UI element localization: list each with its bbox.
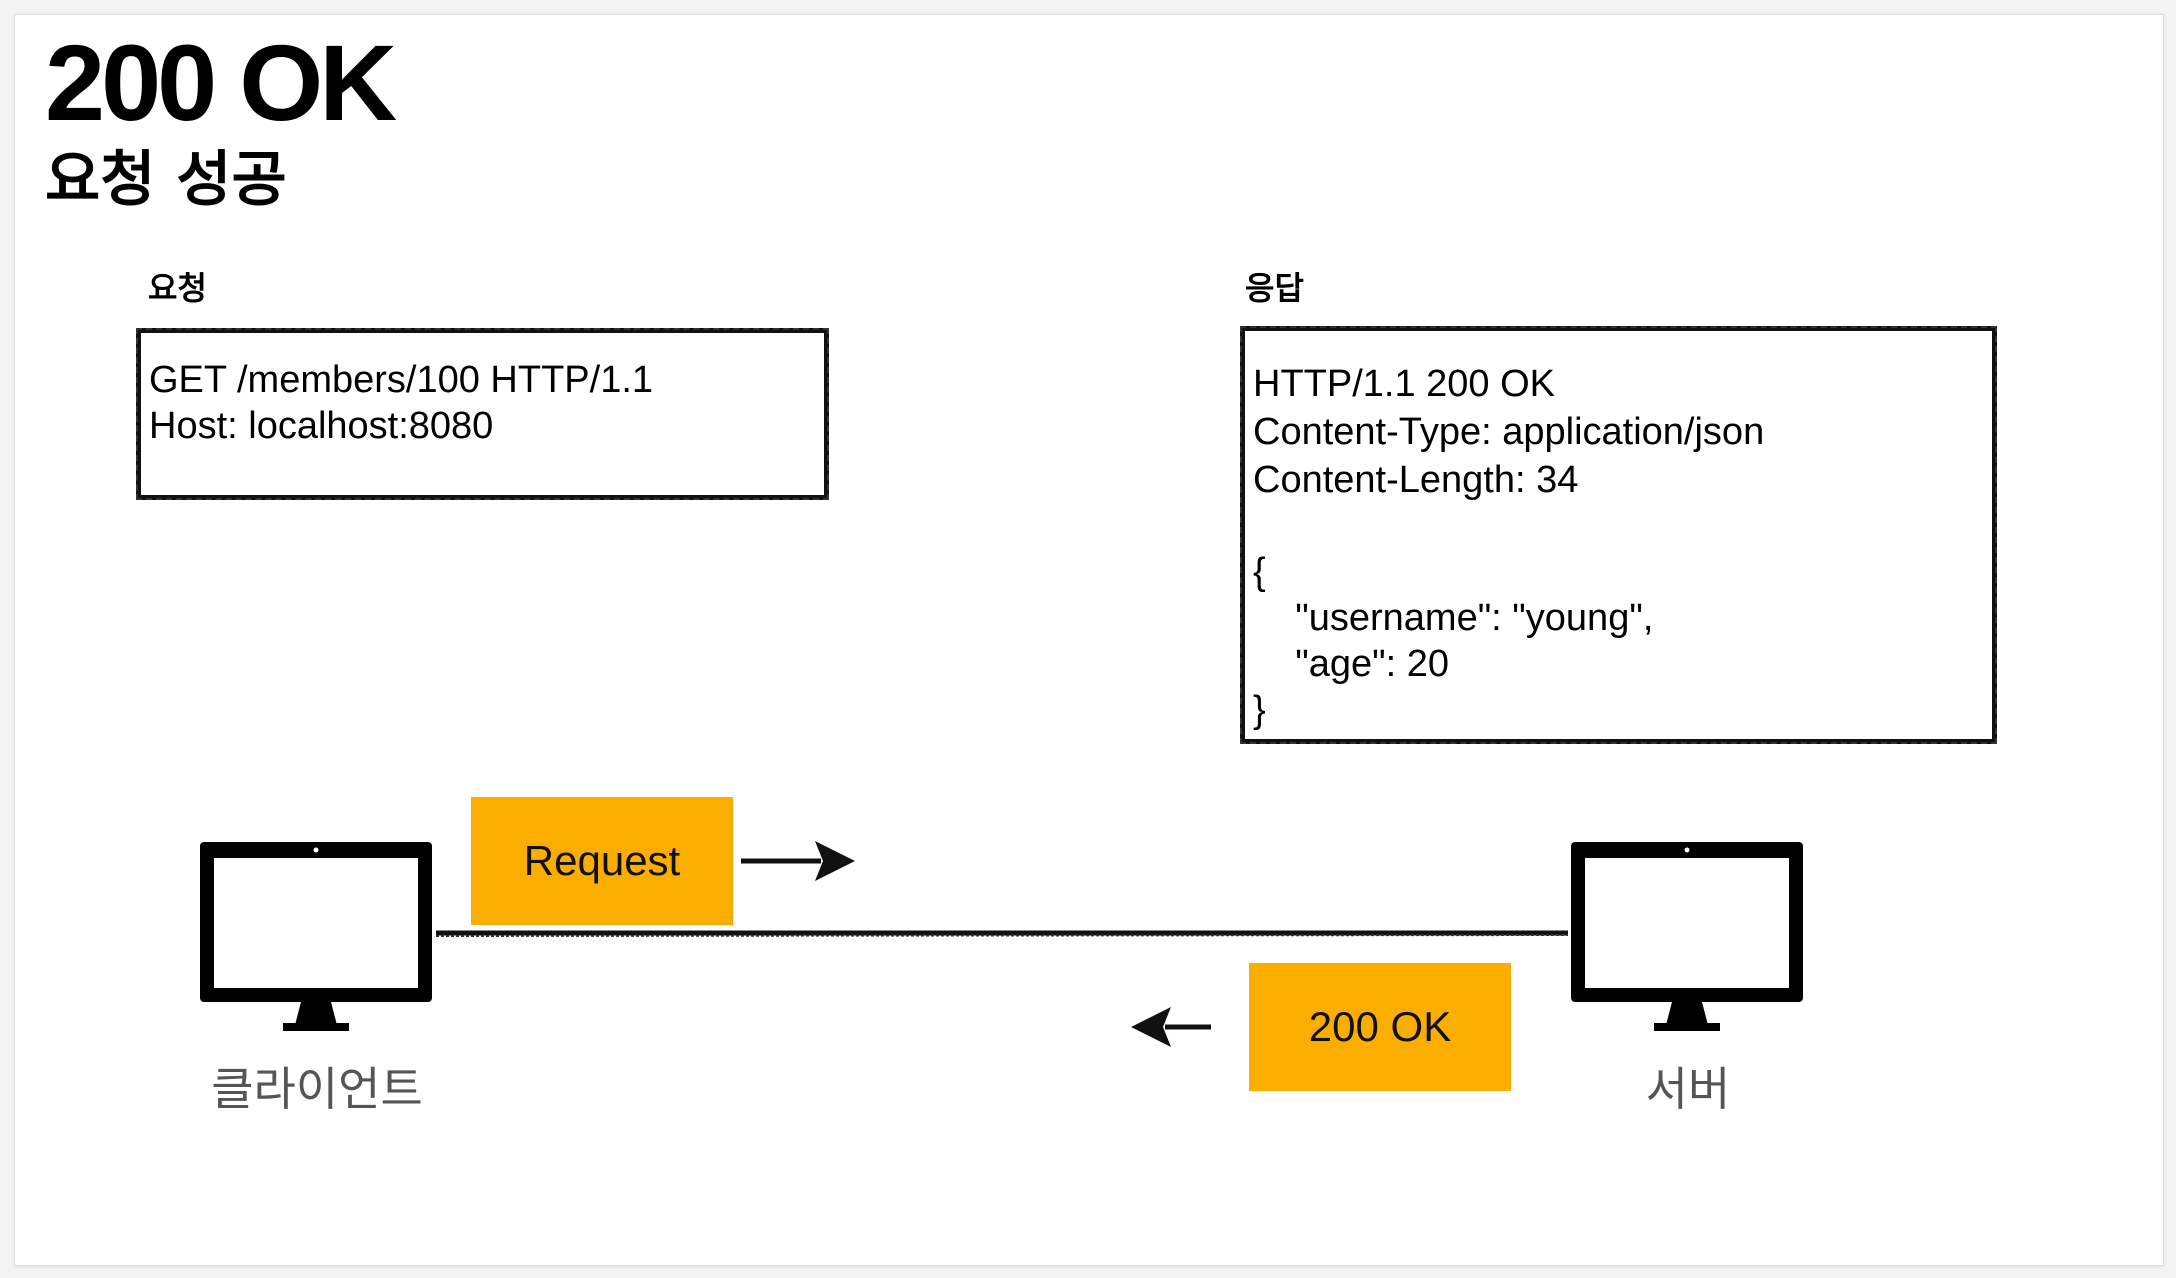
page-title: 200 OK <box>45 22 397 143</box>
request-line: GET /members/100 HTTP/1.1 <box>149 359 654 401</box>
response-tag: 200 OK <box>1249 963 1511 1091</box>
server-caption: 서버 <box>1645 1062 1731 1116</box>
response-line: "age": 20 <box>1253 643 1449 685</box>
response-arrow-icon <box>1131 1007 1211 1047</box>
response-line: HTTP/1.1 200 OK <box>1253 363 1556 405</box>
page-subtitle: 요청 성공 <box>45 145 287 215</box>
diagram-drawing <box>200 841 1803 1047</box>
connection-line-texture <box>435 934 1569 937</box>
response-message-box: HTTP/1.1 200 OK Content-Type: applicatio… <box>1240 326 1997 744</box>
request-message-box: GET /members/100 HTTP/1.1 Host: localhos… <box>136 328 829 500</box>
response-line: "username": "young", <box>1253 597 1654 639</box>
response-line: Content-Length: 34 <box>1253 459 1579 501</box>
response-label: 응답 <box>1245 269 1304 307</box>
slide: 200 OK 요청 성공 요청 GET /members/100 HTTP/1.… <box>14 14 2164 1266</box>
request-arrow-icon <box>741 841 855 881</box>
response-line: } <box>1253 689 1266 731</box>
server-monitor-icon <box>1571 842 1803 1031</box>
response-line: Content-Type: application/json <box>1253 411 1765 453</box>
request-line: Host: localhost:8080 <box>149 405 494 447</box>
request-tag: Request <box>471 797 733 925</box>
request-label: 요청 <box>148 269 207 307</box>
client-monitor-icon <box>200 842 432 1031</box>
response-line: { <box>1253 551 1266 593</box>
client-caption: 클라이언트 <box>211 1062 423 1116</box>
